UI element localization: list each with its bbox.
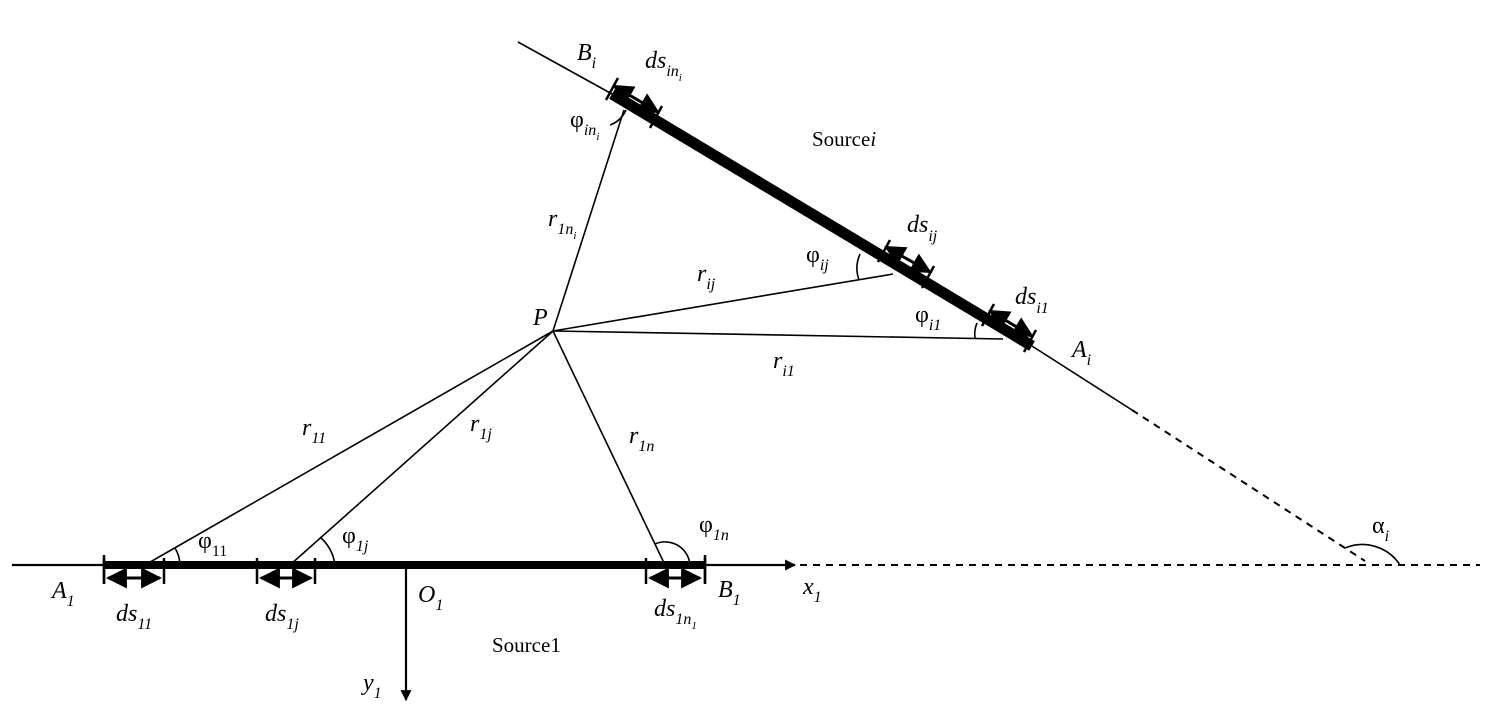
dsi1-tick-b bbox=[1022, 329, 1038, 353]
label-o1: O1 bbox=[418, 582, 443, 614]
arc-phi1j bbox=[319, 536, 336, 566]
label-ds1n: ds1n1 bbox=[654, 596, 697, 632]
label-ds11: ds11 bbox=[116, 601, 152, 633]
label-ai: Ai bbox=[1070, 337, 1091, 369]
label-source-i: Sourcei bbox=[812, 127, 876, 151]
label-phi11: φ11 bbox=[198, 528, 227, 560]
label-phi1j: φ1j bbox=[342, 523, 369, 555]
dsij-tick-a bbox=[876, 239, 892, 263]
source-i-line-extension-top bbox=[517, 41, 613, 95]
label-p: P bbox=[532, 305, 548, 331]
dsin-arrow bbox=[612, 84, 660, 114]
label-b1: B1 bbox=[718, 577, 741, 609]
line-ri1 bbox=[552, 330, 1004, 340]
label-alphai: αi bbox=[1372, 513, 1389, 545]
arc-alphai bbox=[1344, 543, 1401, 566]
label-r1ni: r1ni bbox=[548, 206, 576, 242]
label-phiij: φij bbox=[806, 242, 829, 274]
label-r11: r11 bbox=[302, 415, 326, 447]
label-rij: rij bbox=[697, 261, 716, 293]
label-r1n: r1n bbox=[629, 423, 654, 455]
label-r1j: r1j bbox=[470, 411, 492, 443]
label-dsi1: dsi1 bbox=[1015, 284, 1049, 317]
line-rij bbox=[552, 273, 894, 332]
dsi1-tick-a bbox=[980, 303, 996, 327]
label-phii1: φi1 bbox=[915, 302, 941, 334]
label-ds1j: ds1j bbox=[265, 601, 299, 633]
label-source-1: Source1 bbox=[492, 633, 561, 657]
label-phi1n: φ1n bbox=[699, 512, 729, 544]
line-r1j bbox=[289, 330, 554, 566]
dsin-tick-a bbox=[604, 77, 620, 101]
source-i-line-extension-bottom bbox=[1031, 345, 1133, 411]
label-ri1: ri1 bbox=[773, 348, 795, 380]
source-i-dashed-extension bbox=[1131, 409, 1366, 562]
source-i-segment bbox=[609, 89, 1035, 351]
dsin-tick-b bbox=[648, 105, 664, 129]
label-y1: y1 bbox=[361, 670, 382, 702]
label-a1: A1 bbox=[50, 578, 75, 610]
arc-phiij bbox=[856, 253, 861, 281]
line-r11 bbox=[144, 330, 554, 566]
arc-phi11 bbox=[174, 547, 181, 566]
arc-phi1n bbox=[654, 541, 691, 566]
dsij-tick-b bbox=[920, 265, 936, 289]
line-r1ni bbox=[552, 109, 625, 332]
line-r1n bbox=[552, 330, 666, 566]
label-bi: Bi bbox=[577, 40, 596, 72]
label-dsij: dsij bbox=[907, 212, 938, 245]
label-dsin: dsini bbox=[645, 48, 682, 84]
dsi1-arrow bbox=[988, 309, 1034, 338]
label-phiin: φini bbox=[570, 107, 599, 143]
arc-phii1 bbox=[973, 322, 978, 339]
label-x1: x1 bbox=[802, 574, 822, 606]
dsij-arrow bbox=[884, 245, 932, 274]
